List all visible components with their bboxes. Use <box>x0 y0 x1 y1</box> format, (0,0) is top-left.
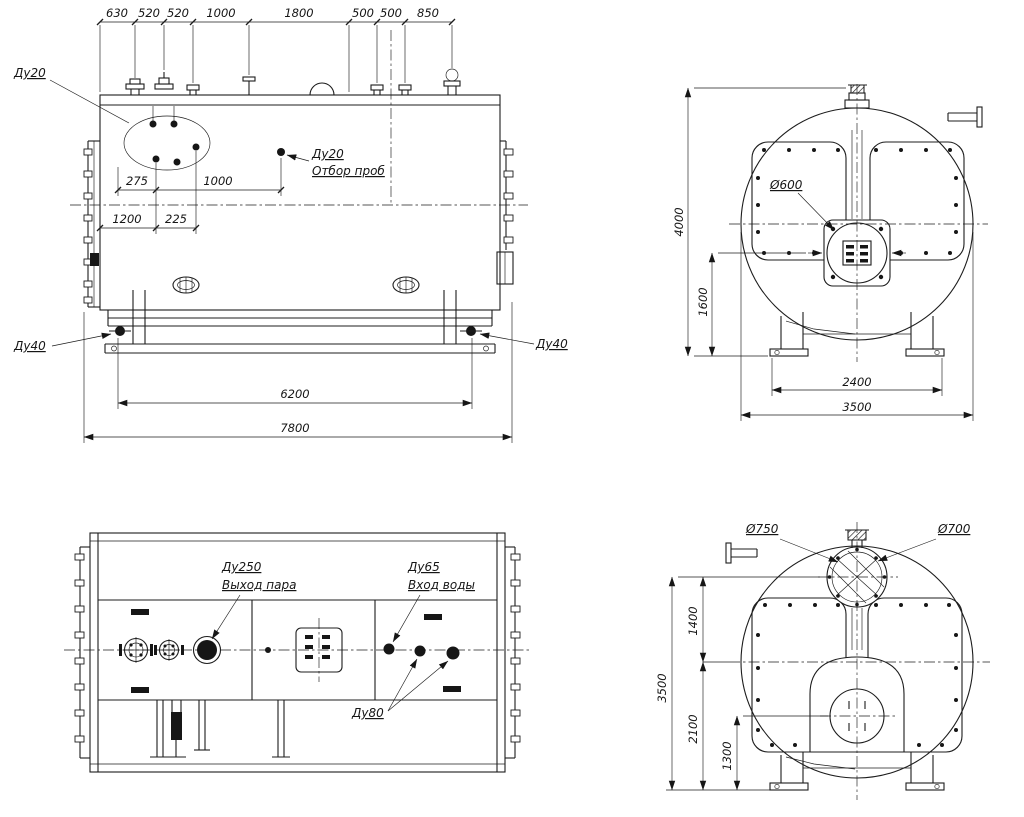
dim-1300: 1300 <box>720 741 734 770</box>
handhole-right <box>392 276 420 294</box>
nozzle-group-ellipse <box>123 106 211 171</box>
dim-4000: 4000 <box>672 207 686 236</box>
dim-2100: 2100 <box>686 714 700 743</box>
dim-1600-group: 1600 <box>696 252 806 357</box>
dim-1000: 1000 <box>203 174 232 188</box>
du65-label: Ду65 <box>407 560 440 574</box>
du40-right-label: Ду40 <box>535 337 568 351</box>
access-plate <box>295 627 343 673</box>
view-front-end: 4000 1600 Ø600 2400 3500 <box>672 84 988 421</box>
dome <box>309 82 335 96</box>
dim-3500-front-group: 3500 <box>740 232 974 421</box>
plan-left-flange <box>74 546 90 759</box>
callout-dia700: Ø700 <box>877 522 971 562</box>
du80-nozzle-1 <box>414 645 426 657</box>
callout-dia600: Ø600 <box>769 178 835 231</box>
dim-6200: 6200 <box>280 387 309 401</box>
chain-dim-520a: 520 <box>138 6 160 20</box>
callout-du80: Ду80 <box>351 658 449 720</box>
steam-caption-label: Выход пара <box>222 578 296 592</box>
du80-label: Ду80 <box>351 706 384 720</box>
inner-dimensions: 275 1000 1200 225 <box>96 151 285 234</box>
flanged-nozzle-1 <box>119 637 153 663</box>
boiler-shell-side <box>99 94 501 311</box>
dim-1200: 1200 <box>112 212 141 226</box>
dim-275: 275 <box>126 174 148 188</box>
callout-sample-point: Ду20 Отбор проб <box>277 147 385 178</box>
view-side-elevation: Ду20 Ду20 Отбор проб 630 520 520 1000 18… <box>13 6 568 443</box>
callout-dia750: Ø750 <box>745 522 839 563</box>
chain-dim-520b: 520 <box>167 6 189 20</box>
centerlines-rear <box>729 522 990 800</box>
centerlines-side <box>70 30 528 206</box>
manhole-bottom <box>829 688 885 744</box>
chain-dim-1800: 1800 <box>284 6 313 20</box>
plan-right-flange <box>505 546 521 759</box>
dim-7800: 7800 <box>280 421 309 435</box>
base-rear <box>769 752 945 791</box>
dim-1300-group: 1300 <box>720 715 828 791</box>
sample-caption-label: Отбор проб <box>312 164 385 178</box>
water-caption-label: Вход воды <box>408 578 475 592</box>
dia-700-label: Ø700 <box>937 522 971 536</box>
support-frame <box>104 290 496 354</box>
burner-opening <box>808 219 906 287</box>
plan-bars <box>131 609 461 693</box>
top-dimension-chain: 630 520 520 1000 1800 500 500 850 <box>96 6 456 92</box>
dim-3500-rear-group: 3500 <box>655 576 820 791</box>
small-nozzle <box>265 647 271 653</box>
callout-water-inlet: Ду65 Вход воды <box>392 560 475 643</box>
dim-3500-rear: 3500 <box>655 673 669 702</box>
dia-750-label: Ø750 <box>745 522 779 536</box>
plan-body <box>89 532 506 773</box>
chain-dim-500b: 500 <box>380 6 402 20</box>
callout-steam-outlet: Ду250 Выход пара <box>211 560 296 640</box>
du250-label: Ду250 <box>221 560 262 574</box>
dim-225: 225 <box>165 212 187 226</box>
dim-2400: 2400 <box>842 375 871 389</box>
du80-nozzle-2 <box>446 646 460 660</box>
sample-nozzle <box>277 148 285 156</box>
dim-3500-front: 3500 <box>842 400 871 414</box>
dim-1600: 1600 <box>696 287 710 316</box>
dim-1400-group: 1400 <box>686 576 729 663</box>
top-nozzles <box>125 68 461 96</box>
drain-valve-right: Ду40 <box>460 326 568 351</box>
side-pipe-front <box>947 106 983 128</box>
view-rear-end: Ø750 Ø700 3500 1400 2100 1300 <box>655 522 990 800</box>
chain-dim-500a: 500 <box>352 6 374 20</box>
handhole-left <box>172 276 200 294</box>
dim-1400: 1400 <box>686 606 700 635</box>
chain-dim-850: 850 <box>417 6 439 20</box>
dim-2100-group: 2100 <box>686 661 707 791</box>
side-pipe-rear <box>725 542 758 564</box>
dim-2400-group: 2400 <box>771 358 943 396</box>
bottom-pipes <box>150 700 290 758</box>
du20-label: Ду20 <box>13 66 46 80</box>
chain-dim-1000: 1000 <box>206 6 235 20</box>
dia-600-label: Ø600 <box>769 178 803 192</box>
valve-handwheel <box>445 68 459 82</box>
drain-valve-left: Ду40 <box>13 326 131 353</box>
dim-4000-group: 4000 <box>672 87 846 357</box>
dim-7800-group: 7800 <box>83 302 513 443</box>
chain-dim-630: 630 <box>106 6 128 20</box>
callout-du20: Ду20 <box>13 66 130 124</box>
sample-size-label: Ду20 <box>311 147 344 161</box>
steam-outlet-nozzle <box>192 635 222 665</box>
flanged-nozzle-2 <box>154 639 184 661</box>
bracket-left <box>90 253 99 266</box>
view-plan: Ду250 Выход пара Ду65 Вход воды Ду80 <box>64 532 532 773</box>
centerlines-front <box>729 84 988 362</box>
dim-6200-group: 6200 <box>117 338 473 409</box>
du40-left-label: Ду40 <box>13 339 46 353</box>
left-flange-edge <box>83 140 100 308</box>
water-inlet-nozzle <box>383 643 395 655</box>
right-flange-edge <box>496 140 514 285</box>
